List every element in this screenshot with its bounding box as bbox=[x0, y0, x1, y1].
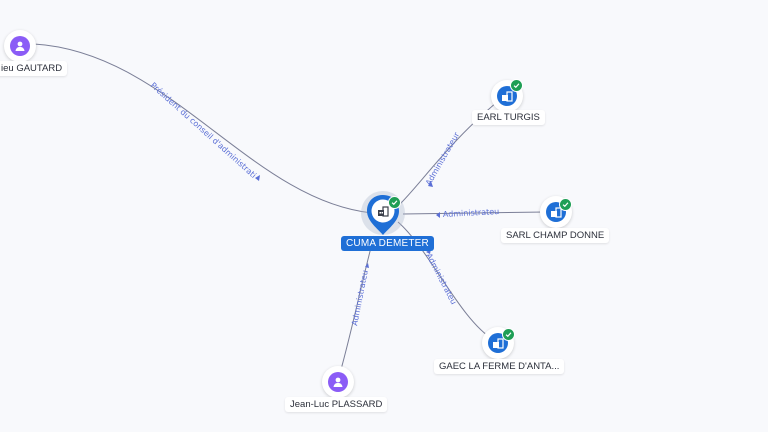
edge-label-sarl-champ-donne: Administrateur bbox=[0, 0, 499, 219]
edge-label-earl-turgis: Administrateur bbox=[424, 130, 462, 187]
verified-check-icon bbox=[559, 198, 572, 211]
verified-check-icon bbox=[388, 196, 401, 209]
node-label-gautard[interactable]: ieu GAUTARD bbox=[0, 61, 68, 76]
node-label-gaec[interactable]: GAEC LA FERME D'ANTA... bbox=[434, 359, 565, 374]
building-icon bbox=[378, 206, 389, 217]
arrow-icon bbox=[428, 181, 433, 187]
arrow-icon bbox=[255, 175, 260, 181]
person-icon bbox=[333, 377, 343, 387]
node-label-sarl-champ-donne[interactable]: SARL CHAMP DONNE bbox=[501, 228, 610, 243]
person-icon bbox=[15, 41, 25, 51]
node-label-earl-turgis[interactable]: EARL TURGIS bbox=[472, 110, 545, 125]
building-icon bbox=[493, 338, 504, 349]
verified-check-icon bbox=[502, 328, 515, 341]
verified-check-icon bbox=[510, 79, 523, 92]
node-label-plassard[interactable]: Jean-Luc PLASSARD bbox=[285, 397, 388, 412]
edge-label-plassard: Administrateur bbox=[0, 0, 370, 326]
arrow-icon bbox=[365, 263, 369, 268]
node-avatar[interactable] bbox=[4, 30, 36, 62]
building-icon bbox=[502, 91, 513, 102]
node-avatar[interactable] bbox=[482, 327, 514, 359]
edge-label-president: Président du conseil d'administration bbox=[0, 0, 258, 180]
building-icon bbox=[551, 207, 562, 218]
node-avatar[interactable] bbox=[322, 366, 354, 398]
node-avatar[interactable] bbox=[491, 80, 523, 112]
arrow-icon bbox=[436, 212, 440, 218]
node-label-cuma-demeter[interactable]: CUMA DEMETER bbox=[341, 236, 434, 251]
